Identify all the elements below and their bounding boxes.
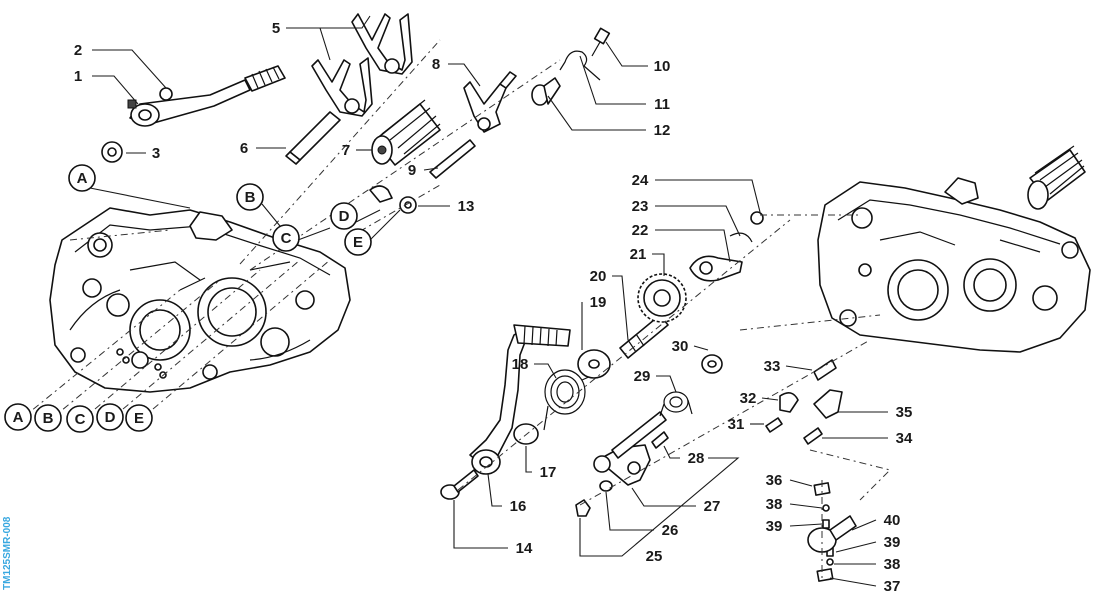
- neutral-switch: [807, 515, 857, 553]
- letter-b-top: B: [245, 189, 256, 206]
- diagram-code: TM125SMR-008: [2, 516, 13, 590]
- alignment-letters-bottom: A B C D E: [4, 403, 153, 433]
- plate-32: [779, 392, 799, 413]
- callout-39-b: 39: [884, 534, 901, 551]
- shift-fork-single: [463, 71, 517, 133]
- letter-d-top: D: [339, 208, 350, 225]
- callout-32: 32: [740, 390, 757, 407]
- callout-8: 8: [432, 56, 440, 73]
- callout-35: 35: [896, 404, 913, 421]
- spring: [559, 50, 601, 81]
- callout-40: 40: [884, 512, 901, 529]
- callout-5: 5: [272, 20, 280, 37]
- washer-19: [577, 349, 611, 379]
- kick-gear: [637, 273, 687, 323]
- right-crankcase: [817, 145, 1091, 353]
- o-ring-38: [822, 504, 830, 512]
- letter-c-bottom: C: [75, 411, 86, 428]
- callout-23: 23: [632, 198, 649, 215]
- callout-39: 39: [766, 518, 783, 535]
- circlip-24: [750, 211, 764, 225]
- pin: [429, 139, 476, 179]
- callout-33: 33: [764, 358, 781, 375]
- kick-spring: [543, 369, 601, 431]
- callout-6: 6: [240, 140, 248, 157]
- gasket-37: [816, 568, 834, 582]
- callout-26: 26: [662, 522, 679, 539]
- callout-36: 36: [766, 472, 783, 489]
- kick-shaft: [619, 314, 669, 359]
- washer-17: [513, 423, 539, 445]
- callout-25: 25: [646, 548, 663, 565]
- letter-a-bottom: A: [13, 409, 24, 426]
- washer: [101, 141, 123, 163]
- o-ring-38b: [826, 558, 834, 566]
- callout-2: 2: [74, 42, 82, 59]
- callout-19: 19: [590, 294, 607, 311]
- letter-e-bottom: E: [134, 410, 144, 427]
- callout-numbers: 2 1 3 5 6 7 8 9 10 11 12 13 14 16 17 18 …: [74, 20, 913, 595]
- callout-30: 30: [672, 338, 689, 355]
- gasket-36: [813, 482, 831, 496]
- callout-1: 1: [74, 68, 82, 85]
- callout-22: 22: [632, 222, 649, 239]
- alignment-letters-top: A B C D E: [68, 164, 401, 256]
- circlip: [159, 87, 173, 101]
- callout-21: 21: [630, 246, 647, 263]
- callout-14: 14: [516, 540, 533, 557]
- callout-11: 11: [654, 96, 670, 113]
- bolt-34: [803, 427, 823, 445]
- bushing: [531, 77, 561, 106]
- callout-18: 18: [512, 356, 529, 373]
- callout-38-b: 38: [884, 556, 901, 573]
- pin-28: [651, 431, 669, 449]
- callout-9: 9: [408, 162, 416, 179]
- selector-drum: [371, 99, 441, 166]
- leader-lines: [92, 15, 888, 587]
- pin-33: [813, 359, 837, 381]
- screw: [591, 27, 611, 57]
- callout-10: 10: [654, 58, 671, 75]
- callout-3: 3: [152, 145, 160, 162]
- kickstart-lever: [469, 324, 571, 475]
- spring-39: [822, 519, 830, 529]
- spring-29: [659, 391, 693, 417]
- shift-forks: [311, 13, 413, 117]
- gear-pedal: [127, 65, 286, 127]
- letter-e-top: E: [353, 234, 363, 251]
- letter-d-bottom: D: [105, 409, 116, 426]
- selector-shaft: [285, 111, 341, 165]
- callout-7: 7: [342, 142, 350, 159]
- letter-b-bottom: B: [43, 410, 54, 427]
- letter-a-top: A: [77, 170, 88, 187]
- callout-13: 13: [458, 198, 475, 215]
- washer-26: [599, 480, 613, 492]
- bushing-30: [701, 354, 723, 374]
- circlip-23: [729, 232, 753, 243]
- callout-27: 27: [704, 498, 721, 515]
- screw-31: [765, 417, 783, 433]
- callout-37: 37: [884, 578, 901, 595]
- shift-pawl: [369, 185, 417, 214]
- callout-16: 16: [510, 498, 527, 515]
- callout-38: 38: [766, 496, 783, 513]
- callout-17: 17: [540, 464, 557, 481]
- right-gear-cluster: [1027, 145, 1086, 210]
- ratchet-plate: [689, 255, 743, 282]
- bolt: [440, 469, 479, 500]
- callout-20: 20: [590, 268, 607, 285]
- kick-idler-lever: [593, 411, 667, 486]
- plate-35: [813, 389, 843, 419]
- callout-34: 34: [896, 430, 913, 447]
- left-crankcase: [49, 207, 351, 393]
- callout-12: 12: [654, 122, 671, 139]
- nut: [575, 499, 591, 517]
- callout-28: 28: [688, 450, 705, 467]
- callout-31: 31: [728, 416, 745, 433]
- callout-24: 24: [632, 172, 649, 189]
- assembly-axes: [19, 39, 891, 580]
- callout-29: 29: [634, 368, 651, 385]
- letter-c-top: C: [281, 230, 292, 247]
